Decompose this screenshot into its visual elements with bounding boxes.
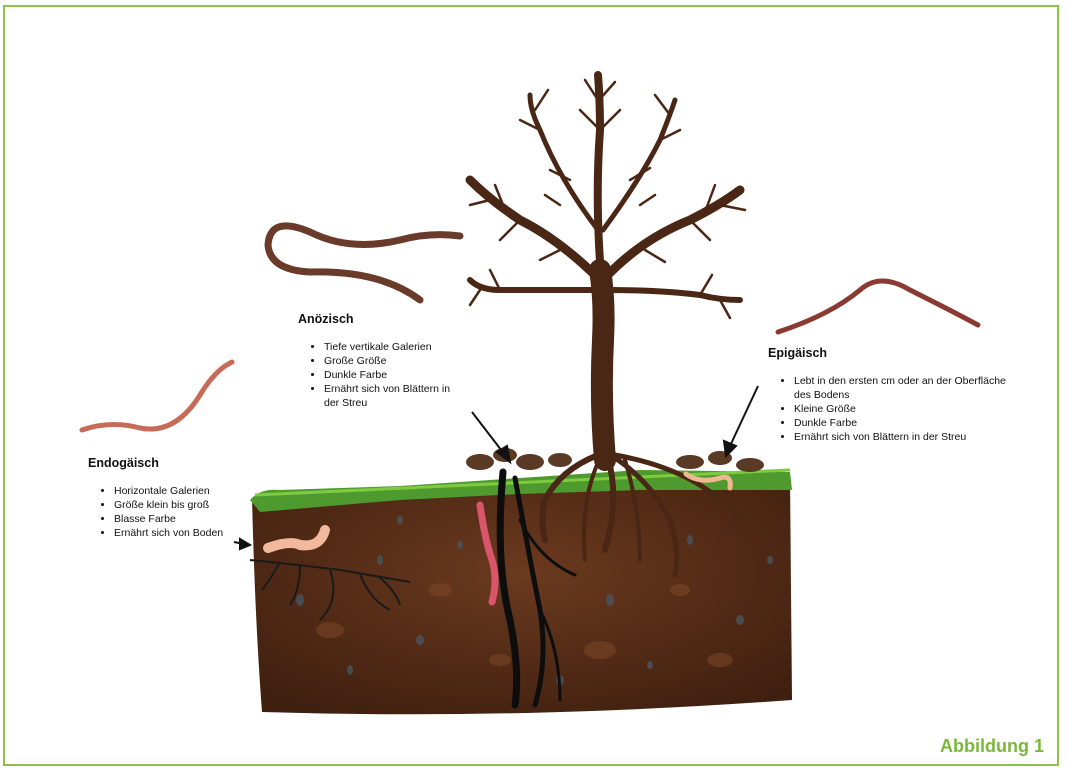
list-item: Dunkle Farbe <box>794 416 1008 430</box>
list-item: Horizontale Galerien <box>114 484 268 498</box>
anecic-worm <box>268 226 460 300</box>
epigaisch-block: Epigäisch Lebt in den ersten cm oder an … <box>768 346 1008 444</box>
endogaisch-title: Endogäisch <box>88 456 268 470</box>
list-item: Blasse Farbe <box>114 512 268 526</box>
anozisch-title: Anözisch <box>298 312 468 326</box>
endogeic-worm-surface <box>82 362 232 430</box>
anozisch-list: Tiefe vertikale Galerien Große Größe Dun… <box>298 340 468 410</box>
figure-caption: Abbildung 1 <box>940 736 1044 757</box>
anozisch-block: Anözisch Tiefe vertikale Galerien Große … <box>298 312 468 410</box>
epigeic-worm <box>778 281 978 332</box>
list-item: Große Größe <box>324 354 468 368</box>
endogaisch-block: Endogäisch Horizontale Galerien Größe kl… <box>88 456 268 540</box>
list-item: Ernährt sich von Blättern in der Streu <box>794 430 1008 444</box>
epigaisch-list: Lebt in den ersten cm oder an der Oberfl… <box>768 374 1008 444</box>
epigaisch-title: Epigäisch <box>768 346 1008 360</box>
list-item: Größe klein bis groß <box>114 498 268 512</box>
list-item: Lebt in den ersten cm oder an der Oberfl… <box>794 374 1008 402</box>
list-item: Dunkle Farbe <box>324 368 468 382</box>
list-item: Ernährt sich von Blättern in der Streu <box>324 382 468 410</box>
list-item: Ernährt sich von Boden <box>114 526 268 540</box>
list-item: Kleine Größe <box>794 402 1008 416</box>
endogaisch-list: Horizontale Galerien Größe klein bis gro… <box>88 484 268 540</box>
list-item: Tiefe vertikale Galerien <box>324 340 468 354</box>
